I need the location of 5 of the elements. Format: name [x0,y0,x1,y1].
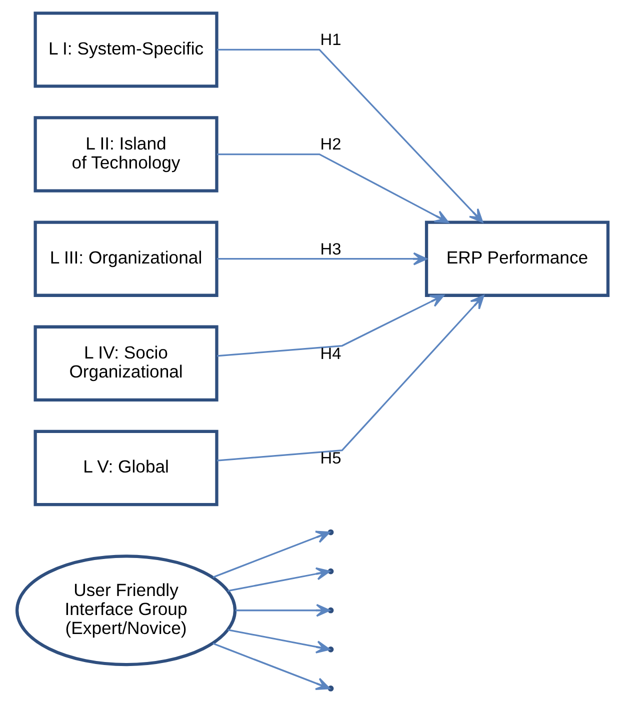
edge-label: H5 [320,449,342,468]
edge-label: H3 [320,240,342,258]
edge-label: H1 [320,31,342,50]
edge-label: H4 [320,344,342,363]
edge-label: H2 [320,136,342,154]
